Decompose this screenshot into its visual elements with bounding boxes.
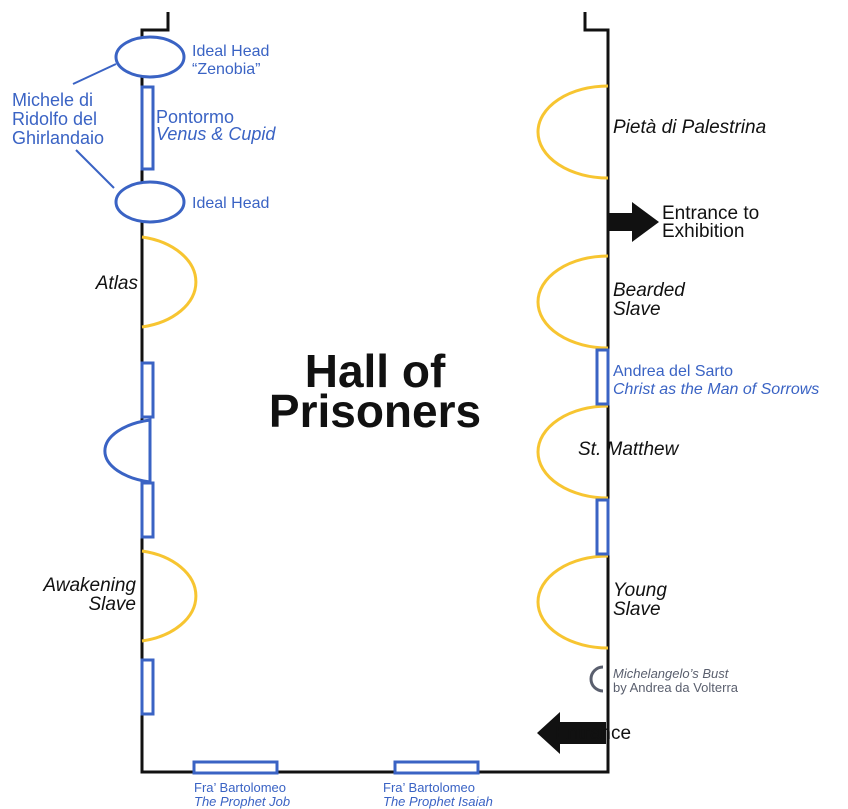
bearded-label-line1: Bearded [613, 280, 686, 301]
entrance-label: Entrance [555, 723, 631, 744]
exhibition-label-line2: Exhibition [662, 221, 744, 242]
ghirlandaio-pointer-lines [72, 63, 117, 189]
isaiah-artist-label: Fra’ Bartolomeo [383, 780, 475, 795]
awakening-label-line1: Awakening [42, 575, 136, 596]
pontormo-title-label: Venus & Cupid [156, 124, 276, 144]
zenobia-painting [114, 35, 186, 79]
young-slave-niche [536, 554, 609, 650]
job-title-label: The Prophet Job [194, 794, 290, 809]
sculpture-niches [141, 84, 609, 650]
room-title-line1: Hall of [305, 345, 446, 397]
bust-author-label: by Andrea da Volterra [613, 680, 739, 695]
st-matthew-label: St. Matthew [578, 439, 680, 460]
prophet-job-painting [192, 760, 279, 775]
entrance-arrow-icon [537, 712, 606, 754]
ideal-head-painting [114, 180, 186, 224]
sarto-painting [595, 348, 610, 406]
prophet-isaiah-painting [393, 760, 480, 775]
sarto-title-label: Christ as the Man of Sorrows [613, 381, 819, 398]
sarto-artist-label: Andrea del Sarto [613, 363, 733, 380]
zenobia-label-line2: “Zenobia” [192, 61, 260, 78]
job-artist-label: Fra’ Bartolomeo [194, 780, 286, 795]
atlas-label: Atlas [95, 273, 139, 294]
room-title-line2: Prisoners [269, 385, 481, 437]
isaiah-title-label: The Prophet Isaiah [383, 794, 493, 809]
ghirlandaio-label-line1: Michele di [12, 90, 93, 110]
young-label-line1: Young [613, 580, 667, 601]
zenobia-label-line1: Ideal Head [192, 43, 269, 60]
exhibition-arrow-icon [609, 202, 659, 242]
bust-niche [589, 665, 604, 693]
pointer-line-upper [72, 63, 117, 85]
wall-outline [140, 12, 610, 774]
atlas-niche [141, 235, 198, 329]
ideal-head-label: Ideal Head [192, 195, 269, 212]
awakening-label-line2: Slave [88, 594, 136, 615]
pontormo-artist-label: Pontormo [156, 107, 234, 127]
right-wall-panel [595, 498, 610, 556]
pontormo-painting [140, 85, 155, 171]
young-label-line2: Slave [613, 599, 661, 620]
room-walls [140, 12, 610, 774]
left-wall-oval-niche [103, 418, 152, 484]
ghirlandaio-label-line2: Ridolfo del [12, 109, 97, 129]
bust-title-label: Michelangelo’s Bust [613, 666, 730, 681]
left-wall-panel-1 [140, 361, 155, 419]
left-wall-panel-2 [140, 481, 155, 539]
awakening-slave-niche [141, 549, 198, 643]
st-matthew-niche [536, 404, 609, 500]
exhibition-label-line1: Entrance to [662, 203, 759, 224]
pieta-label: Pietà di Palestrina [613, 117, 766, 138]
pieta-niche [536, 84, 609, 180]
paintings [103, 35, 610, 775]
bearded-label-line2: Slave [613, 299, 661, 320]
ghirlandaio-label-line3: Ghirlandaio [12, 128, 104, 148]
left-wall-panel-3 [140, 658, 155, 716]
pointer-line-lower [75, 149, 115, 189]
bearded-slave-niche [536, 254, 609, 350]
